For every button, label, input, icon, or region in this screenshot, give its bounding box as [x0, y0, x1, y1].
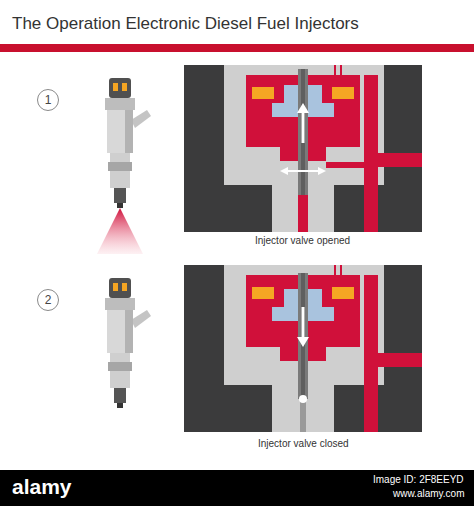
fuel-passage: [378, 153, 422, 167]
fuel-inlet: [131, 310, 151, 328]
nozzle-tip: [117, 203, 123, 208]
caption: Injector valve closed: [258, 438, 349, 450]
caption: Injector valve opened: [255, 235, 350, 247]
motion-arrow: [302, 111, 305, 143]
fuel-outlet: [298, 195, 308, 232]
callout-number: 2: [37, 289, 59, 311]
valve-needle: [298, 69, 308, 195]
pin: [122, 83, 127, 91]
fuel-passage: [326, 162, 364, 168]
fuel-spray: [97, 208, 143, 254]
solenoid-coil: [252, 287, 274, 299]
solenoid-coil: [332, 287, 354, 299]
cross-section: [184, 265, 422, 432]
motion-arrow: [302, 307, 305, 339]
body: [107, 110, 133, 153]
fuel-line: [340, 65, 342, 75]
arrow-head: [280, 167, 288, 175]
arrow-head: [297, 337, 309, 347]
collar: [105, 298, 135, 310]
flow-arrow: [286, 170, 320, 172]
pin: [113, 283, 118, 291]
nozzle-tip: [117, 403, 123, 408]
housing: [224, 65, 384, 232]
needle-core: [301, 69, 305, 195]
pin: [113, 83, 118, 91]
cross-section: [184, 65, 422, 232]
nut: [108, 162, 132, 171]
callout-number: 1: [37, 89, 59, 111]
valve-needle: [298, 273, 308, 399]
section-ground: [184, 65, 422, 232]
image-id: Image ID: 2F8EEYD: [373, 474, 464, 486]
watermark-strip: [0, 470, 474, 506]
arrow-head: [318, 167, 326, 175]
body: [107, 310, 133, 353]
title-bar: [0, 44, 474, 52]
needle-core: [301, 273, 305, 399]
injector: [105, 278, 151, 408]
callout-text: 2: [45, 294, 52, 306]
arrow-head: [297, 103, 309, 113]
fuel-line: [334, 265, 336, 275]
section-ground: [184, 265, 422, 432]
pin: [122, 283, 127, 291]
body-shade: [125, 110, 133, 153]
fuel-inlet: [131, 110, 151, 128]
watermark: alamy: [12, 474, 72, 499]
callout-text: 1: [45, 94, 52, 106]
closed-outlet: [300, 399, 306, 432]
fuel-line: [340, 265, 342, 275]
solenoid-coil: [332, 87, 354, 99]
body-shade: [125, 310, 133, 353]
housing: [224, 265, 384, 432]
solenoid-coil: [252, 87, 274, 99]
injector: [97, 78, 151, 254]
fuel-passage: [364, 75, 378, 232]
nozzle: [114, 388, 126, 403]
fuel-passage: [364, 275, 378, 432]
collar: [105, 98, 135, 110]
nozzle: [114, 188, 126, 203]
title: The Operation Electronic Diesel Fuel Inj…: [12, 14, 359, 34]
connector: [109, 278, 131, 298]
nut: [108, 362, 132, 371]
connector: [109, 78, 131, 98]
valve-ball: [299, 395, 307, 403]
fuel-line: [334, 65, 336, 75]
fuel-passage: [378, 353, 422, 367]
watermark-url: www.alamy.com: [393, 488, 465, 500]
